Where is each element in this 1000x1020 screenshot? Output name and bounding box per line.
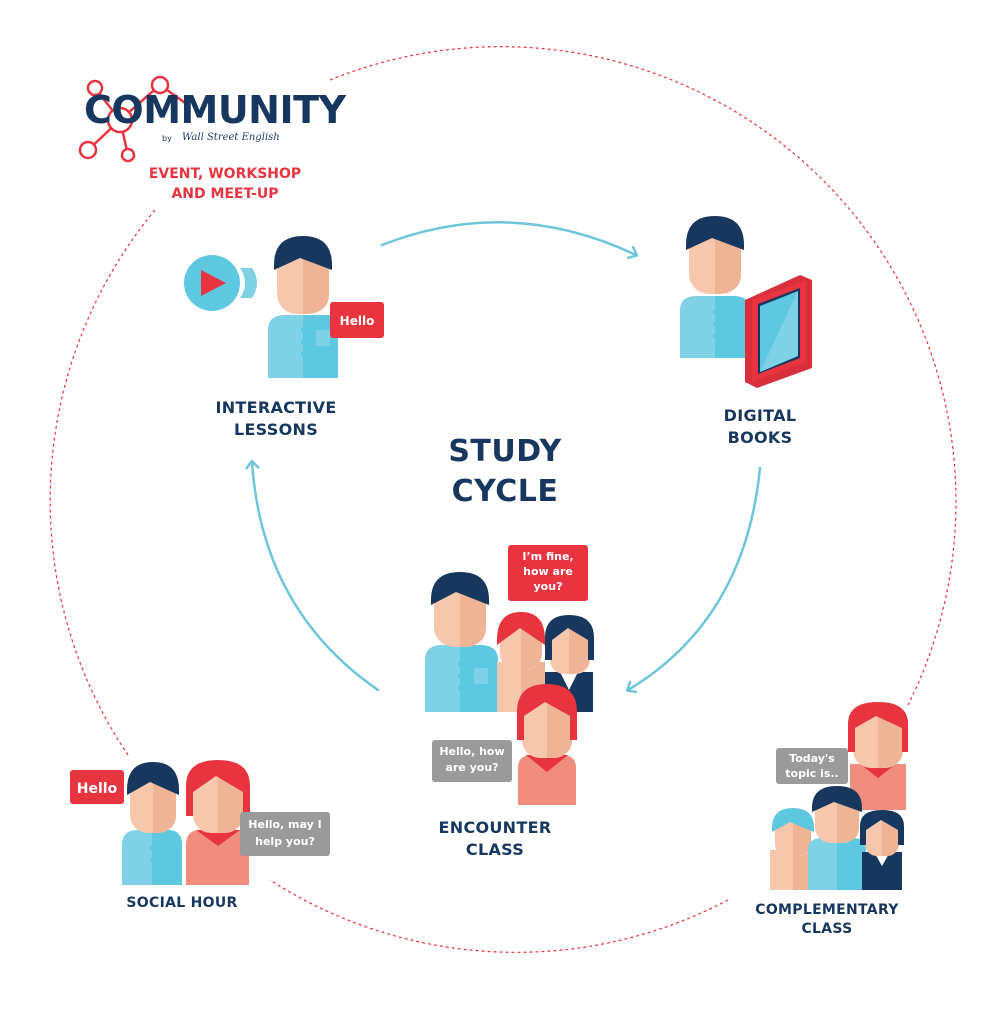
how-are-you-bubble <box>432 740 512 782</box>
arrow-encounter-to-lessons <box>252 462 380 692</box>
topic-bubble <box>776 748 848 784</box>
help-bubble <box>240 812 330 856</box>
social-hello-bubble <box>70 770 124 804</box>
study-cycle-title: STUDY CYCLE <box>405 432 605 512</box>
tagline-line-2: AND MEET-UP <box>171 186 279 202</box>
digital-books-illustration <box>680 216 812 388</box>
encounter-label-line-1: ENCOUNTER <box>438 818 552 837</box>
community-logo-text: COMMUNITY <box>84 88 346 132</box>
encounter-red-bubble-text: I’m fine, how are you? <box>522 550 574 593</box>
social-hour-label: SOCIAL HOUR <box>102 892 262 914</box>
arrow-books-to-encounter <box>628 466 762 690</box>
fine-bubble <box>508 545 588 601</box>
inner-cycle-arrows <box>252 221 762 692</box>
title-line-1: STUDY <box>448 434 562 469</box>
ring-segment-left <box>49 209 156 756</box>
encounter-gray-bubble-text: Hello, how are you? <box>439 745 505 774</box>
tagline-line-1: EVENT, WORKSHOP <box>148 166 302 182</box>
title-line-2: CYCLE <box>451 474 559 509</box>
logo-brand-text: Wall Street English <box>182 132 280 143</box>
interactive-bubble-text: Hello <box>340 314 375 328</box>
outer-cycle-ring <box>49 46 957 953</box>
interactive-label-line-1: INTERACTIVE <box>215 398 337 417</box>
community-network-icon <box>78 75 189 163</box>
ring-segment-bottom <box>269 879 729 953</box>
logo-by-text: by <box>162 134 172 143</box>
sound-wave-icon <box>240 268 257 298</box>
hello-bubble <box>330 302 384 338</box>
social-bubble-red-text: Hello <box>77 781 118 797</box>
social-gray-bubble-text: Hello, may I help you? <box>248 818 322 848</box>
complementary-gray-bubble-text: Today's topic is.. <box>785 752 839 780</box>
complementary-label-line-2: CLASS <box>801 921 853 937</box>
ring-segment-top <box>329 46 957 706</box>
digital-label-line-1: DIGITAL <box>723 406 797 425</box>
logo-tagline: EVENT, WORKSHOP AND MEET-UP <box>140 164 310 204</box>
encounter-class-label: ENCOUNTER CLASS <box>420 817 570 861</box>
encounter-class-illustration <box>425 545 594 805</box>
complementary-class-label: COMPLEMENTARY CLASS <box>742 901 912 939</box>
digital-books-label: DIGITAL BOOKS <box>690 405 830 449</box>
encounter-label-line-2: CLASS <box>465 840 525 859</box>
social-label-line-1: SOCIAL HOUR <box>126 895 238 911</box>
complementary-class-illustration <box>770 702 908 890</box>
digital-label-line-2: BOOKS <box>727 428 793 447</box>
interactive-label-line-2: LESSONS <box>233 420 319 439</box>
interactive-lessons-label: INTERACTIVE LESSONS <box>186 397 366 441</box>
complementary-label-line-1: COMPLEMENTARY <box>755 902 899 918</box>
social-hour-illustration <box>70 760 330 885</box>
interactive-lessons-illustration <box>184 236 384 378</box>
arrow-lessons-to-books <box>380 221 636 255</box>
